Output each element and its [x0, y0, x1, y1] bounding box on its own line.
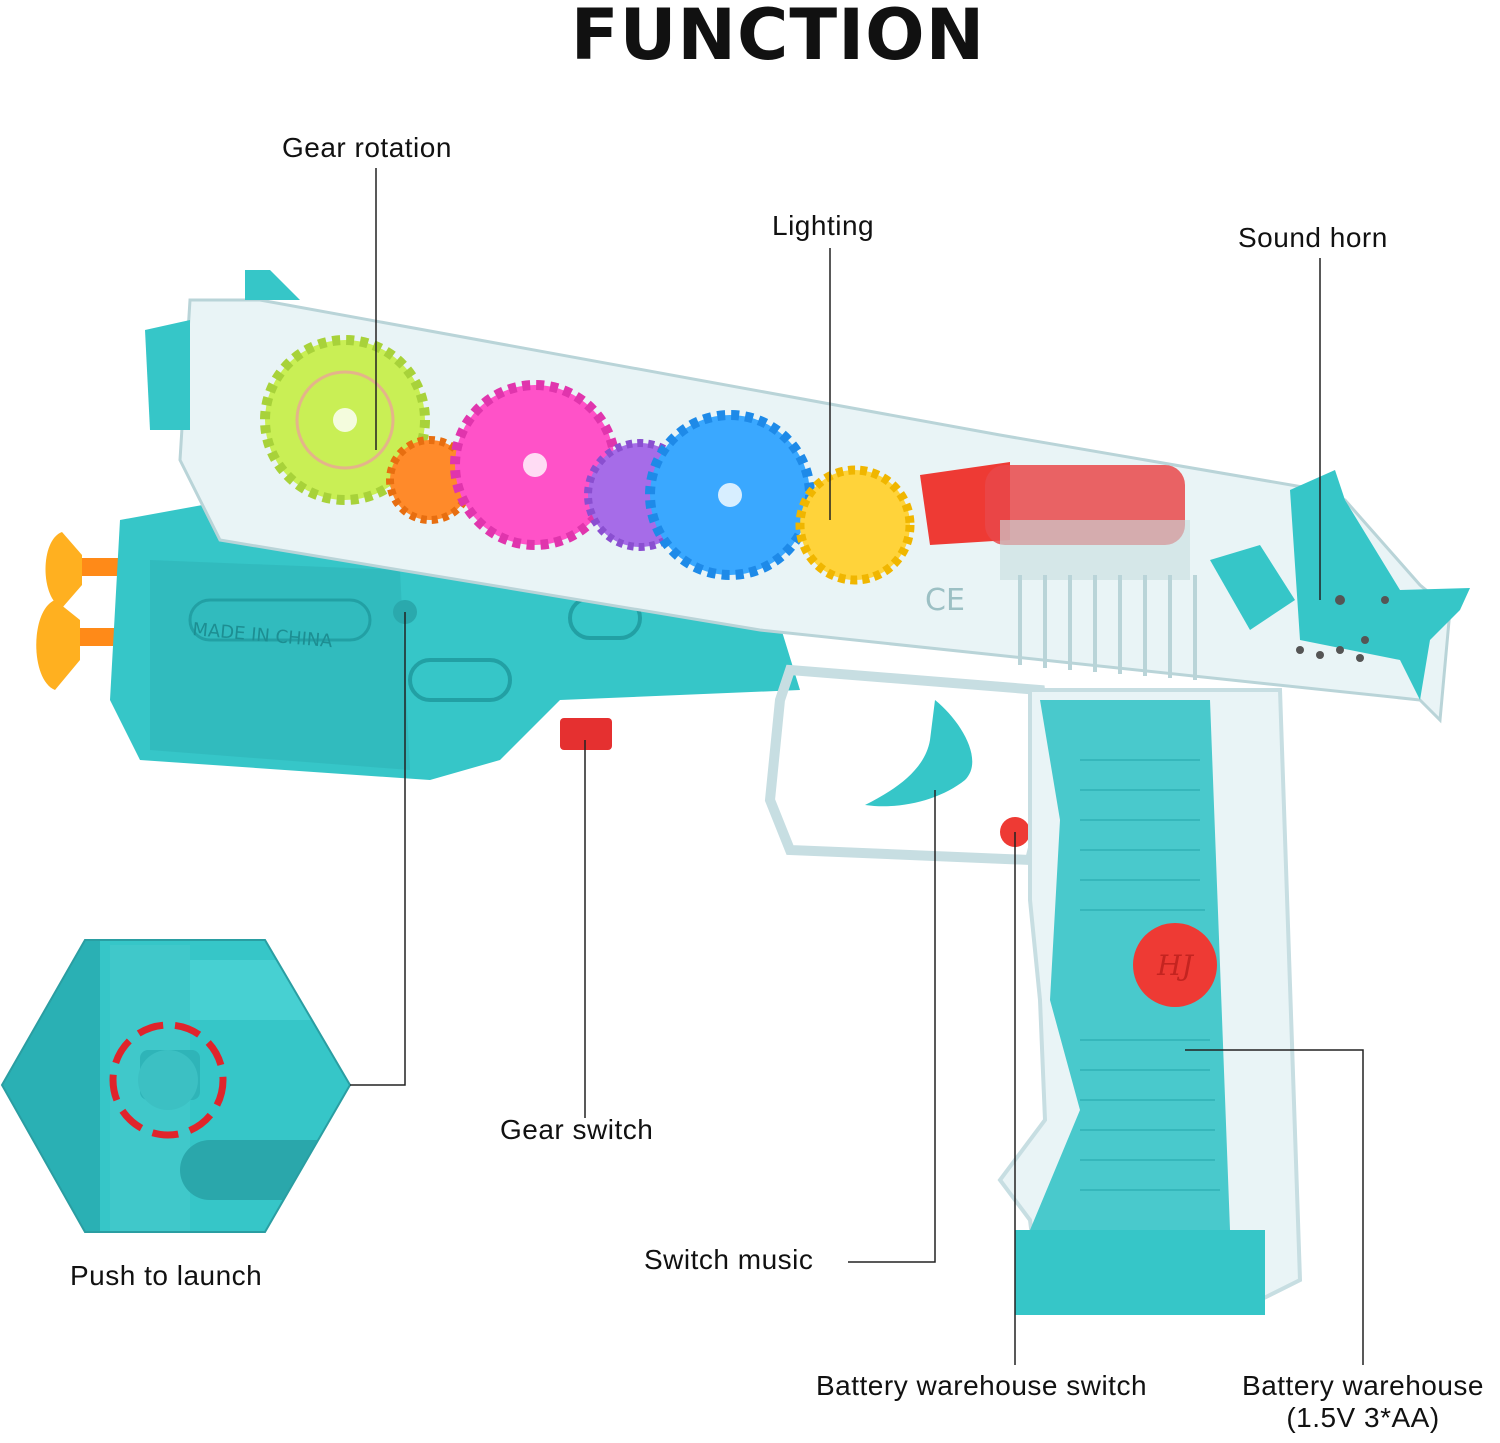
battery-warehouse-title: Battery warehouse — [1242, 1370, 1484, 1401]
ce-mark: CE — [925, 583, 965, 618]
trigger — [865, 700, 973, 807]
gear-icon — [795, 465, 915, 585]
badge-text: HJ — [1156, 949, 1194, 982]
speaker-icon — [1296, 595, 1389, 662]
label-gear-switch: Gear switch — [500, 1114, 654, 1145]
label-sound-horn: Sound horn — [1238, 222, 1388, 253]
gear-icon — [260, 335, 430, 505]
push-to-launch-inset — [2, 940, 350, 1232]
label-switch-music: Switch music — [644, 1244, 814, 1275]
label-gear-rotation: Gear rotation — [282, 132, 452, 163]
label-battery-warehouse-switch: Battery warehouse switch — [816, 1370, 1148, 1401]
label-push-to-launch: Push to launch — [70, 1260, 263, 1291]
label-lighting: Lighting — [772, 210, 875, 241]
battery-warehouse-spec: (1.5V 3*AA) — [1286, 1402, 1440, 1433]
label-battery-warehouse: Battery warehouse (1.5V 3*AA) — [1228, 1370, 1498, 1434]
gear-icon — [645, 410, 815, 580]
page-title: FUNCTION — [570, 0, 986, 76]
button-icon: HJ — [1133, 923, 1217, 1007]
gear-switch-button — [560, 718, 612, 750]
